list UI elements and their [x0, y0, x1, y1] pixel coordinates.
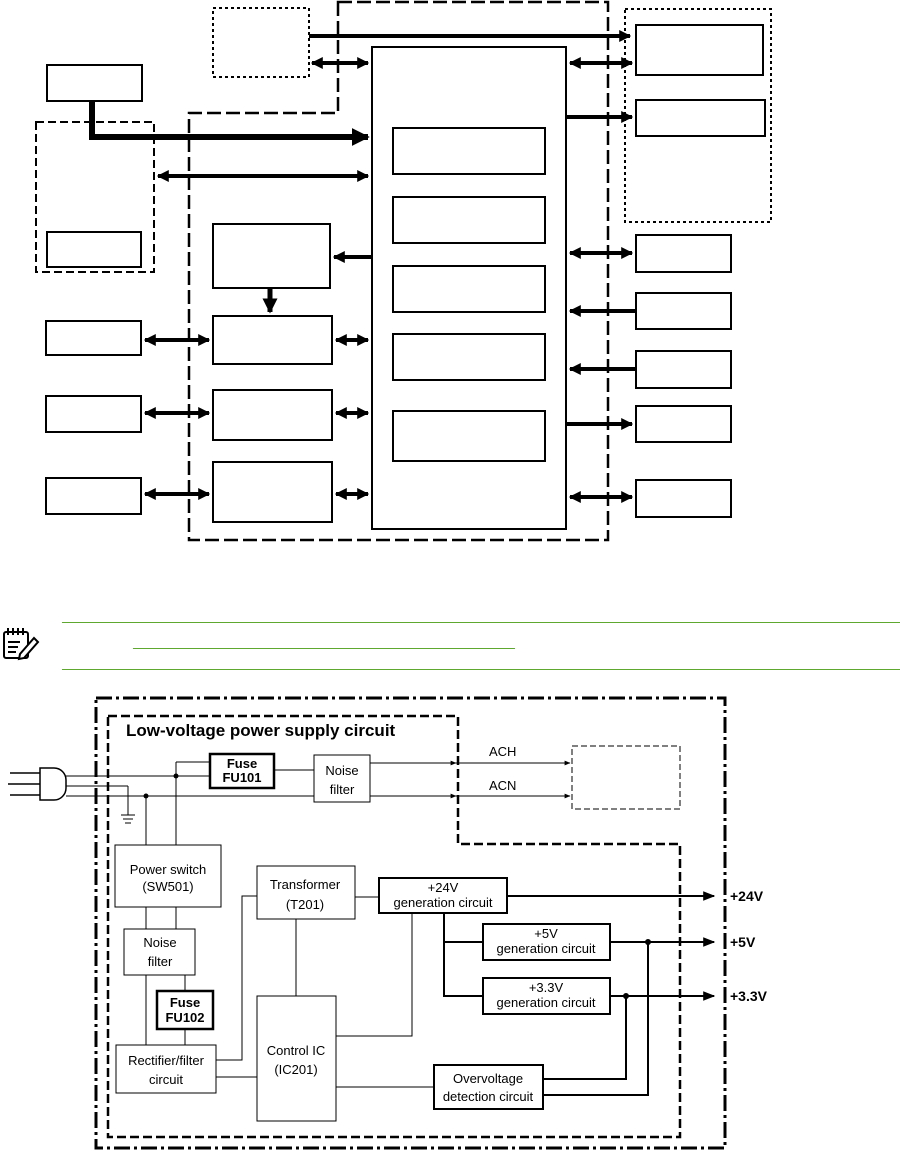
right-box-1 [635, 234, 732, 273]
noise-filter-top: Noise filter [313, 754, 371, 803]
gen-3v3-line2: generation circuit [497, 995, 596, 1010]
formatter-dashed-boundary [187, 0, 610, 542]
controller-sub-block-1 [392, 127, 546, 175]
left-box-3 [45, 477, 142, 515]
right-box-3 [635, 350, 732, 389]
left-box-1 [45, 320, 142, 356]
gen-24v-circuit: +24V generation circuit [378, 877, 508, 914]
noise-filter-top-line2: filter [330, 782, 355, 797]
note-rule-top [62, 622, 900, 623]
low-voltage-boundary [106, 714, 682, 1139]
noise-filter-left-line2: filter [148, 954, 173, 969]
power-wiring [66, 760, 571, 1088]
noise-filter-left: Noise filter [123, 928, 196, 976]
right-box-4 [635, 405, 732, 443]
gen-24v-line2: generation circuit [394, 895, 493, 910]
output-24v-label: +24V [730, 888, 764, 904]
outer-dashdot-frame [94, 696, 727, 1150]
control-ic-ic201: Control IC (IC201) [256, 995, 337, 1122]
power-switch: Power switch (SW501) [114, 844, 222, 908]
note-rule-bottom [62, 669, 900, 670]
fuse-fu102: Fuse FU102 [155, 989, 215, 1031]
transformer-t201: Transformer (T201) [256, 865, 356, 920]
acn-label: ACN [489, 778, 516, 793]
middle-box-2 [212, 389, 333, 441]
overvoltage-line2: detection circuit [443, 1089, 534, 1104]
left-box-in-group [46, 231, 142, 268]
output-wiring [443, 891, 716, 1096]
middle-box-3 [212, 461, 333, 523]
note-section [0, 610, 900, 680]
right-box-top-2 [635, 99, 766, 137]
fuse-fu101-line2: FU101 [222, 770, 261, 785]
fuse-fu101: Fuse FU101 [208, 752, 276, 790]
rectifier-filter-circuit: Rectifier/filter circuit [115, 1044, 217, 1094]
rectifier-line1: Rectifier/filter [128, 1053, 205, 1068]
transformer-line1: Transformer [270, 877, 341, 892]
fuse-fu102-line1: Fuse [170, 995, 200, 1010]
controller-sub-block-3 [392, 265, 546, 313]
gen-24v-line1: +24V [428, 880, 459, 895]
block-connections [89, 30, 636, 503]
control-ic-line1: Control IC [267, 1043, 326, 1058]
gen-3v3-line1: +3.3V [529, 980, 564, 995]
power-supply-title: Low-voltage power supply circuit [126, 721, 396, 740]
right-box-5 [635, 479, 732, 518]
ac-load-dashed-box [571, 745, 681, 810]
overvoltage-detection-circuit: Overvoltage detection circuit [433, 1064, 544, 1110]
output-3v3-label: +3.3V [730, 988, 768, 1004]
noise-filter-left-line1: Noise [143, 935, 176, 950]
ac-plug-icon [8, 767, 67, 801]
control-ic-line2: (IC201) [274, 1062, 317, 1077]
note-pencil-icon [3, 628, 40, 661]
power-switch-line2: (SW501) [142, 879, 193, 894]
left-dashed-group [35, 121, 155, 273]
system-block-diagram [35, 0, 772, 542]
gen-5v-line2: generation circuit [497, 941, 596, 956]
left-box-2 [45, 395, 142, 433]
fuse-fu102-line2: FU102 [165, 1010, 204, 1025]
power-supply-diagram: Low-voltage power supply circuit [8, 696, 768, 1150]
right-box-2 [635, 292, 732, 330]
controller-sub-block-2 [392, 196, 546, 244]
middle-box-1 [212, 315, 333, 365]
fuse-fu101-line1: Fuse [227, 756, 257, 771]
power-switch-line1: Power switch [130, 862, 207, 877]
top-left-dotted-box [212, 7, 310, 78]
noise-filter-top-line1: Noise [325, 763, 358, 778]
gen-3v3-circuit: +3.3V generation circuit [482, 977, 611, 1015]
right-box-top-1 [635, 24, 764, 76]
gen-5v-line1: +5V [534, 926, 558, 941]
middle-box-top [212, 223, 331, 289]
note-link[interactable] [133, 632, 515, 649]
overvoltage-line1: Overvoltage [453, 1071, 523, 1086]
output-5v-label: +5V [730, 934, 756, 950]
controller-sub-block-5 [392, 410, 546, 462]
right-dotted-group [624, 8, 772, 223]
rectifier-line2: circuit [149, 1072, 183, 1087]
gen-5v-circuit: +5V generation circuit [482, 923, 611, 961]
ach-label: ACH [489, 744, 516, 759]
left-box-top [46, 64, 143, 102]
controller-sub-block-4 [392, 333, 546, 381]
main-controller-box [371, 46, 567, 530]
transformer-line2: (T201) [286, 897, 324, 912]
